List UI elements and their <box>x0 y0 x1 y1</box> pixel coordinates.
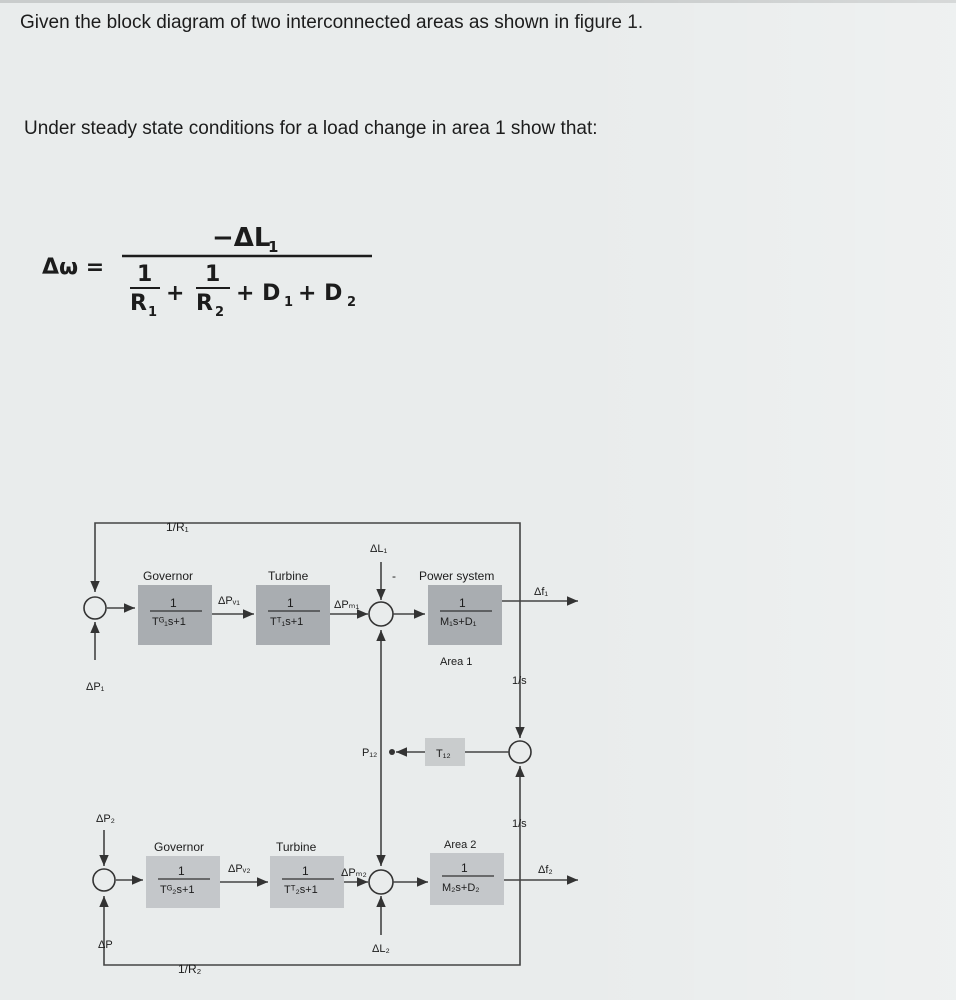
r1-label: 1/R₁ <box>166 520 189 534</box>
dw2-label: Δf₂ <box>538 864 553 876</box>
equation-numerator: −ΔL <box>212 223 270 253</box>
equation-lhs: Δω = <box>42 255 104 280</box>
turb1-den: Tᵀ₁s+1 <box>270 616 303 628</box>
sum-junction-area2-left <box>92 868 116 892</box>
r2-label: 1/R₂ <box>178 962 202 976</box>
r1-feedback-line <box>90 522 521 601</box>
int1-label: 1/s <box>512 675 527 687</box>
den-term1-num: 1 <box>137 262 152 287</box>
area2-label: Area 2 <box>444 839 476 851</box>
p12-label: P₁₂ <box>362 747 377 759</box>
ps2-block <box>430 853 504 905</box>
p12-node <box>389 749 395 755</box>
equation: Δω = −ΔL 1 1 R 1 + 1 R 2 + D 1 + D 2 <box>42 223 372 320</box>
den-d1-sub: 1 <box>284 295 293 310</box>
gov2-num: 1 <box>178 864 185 878</box>
dpm1-label: ΔPₘ₁ <box>334 599 360 611</box>
area1-label: Area 1 <box>440 656 472 668</box>
ps2-num: 1 <box>461 861 468 875</box>
ps1-den: M₁s+D₁ <box>440 616 477 628</box>
turb1-title: Turbine <box>268 569 309 583</box>
den-plus-1: + <box>166 281 184 306</box>
den-term2-num: 1 <box>205 262 220 287</box>
sum-junction-tie <box>508 740 532 764</box>
dw1-label: Δf₁ <box>534 586 548 598</box>
den-term2-sub: 2 <box>215 305 224 320</box>
sum-junction-area1-left <box>83 596 107 620</box>
ps-title: Power system <box>419 569 494 583</box>
top-border <box>0 0 956 3</box>
t12-block <box>425 738 465 766</box>
dpref-label: ΔP <box>98 939 113 951</box>
turb2-title: Turbine <box>276 840 317 854</box>
gov1-block <box>138 585 212 645</box>
gov1-title: Governor <box>143 569 193 583</box>
r2-feedback-line <box>99 880 521 966</box>
ps1-block <box>428 585 502 645</box>
dl2-label: ΔL₂ <box>372 943 390 955</box>
turb2-block <box>270 856 344 908</box>
gov2-block <box>146 856 220 908</box>
dp2-label: ΔP₂ <box>96 813 115 825</box>
gov1-den: Tᴳ₁s+1 <box>152 616 186 628</box>
block-diagram: 1/R₁ ΔP₁ Governor 1 Tᴳ₁s+1 ΔPᵥ₁ Turbine … <box>83 520 578 976</box>
gov1-num: 1 <box>170 596 177 610</box>
dpm2-label: ΔPₘ₂ <box>341 867 367 879</box>
equation-numerator-sub: 1 <box>268 238 278 256</box>
turb2-den: Tᵀ₂s+1 <box>284 884 318 896</box>
gov2-den: Tᴳ₂s+1 <box>160 884 195 896</box>
turb2-num: 1 <box>302 864 309 878</box>
gov2-title: Governor <box>154 840 204 854</box>
den-term2-den: R <box>196 291 213 316</box>
dpv2-label: ΔPᵥ₂ <box>228 863 251 875</box>
dpv1-label: ΔPᵥ₁ <box>218 595 240 607</box>
sum-junction-area1-right <box>368 601 394 627</box>
t12-label: T₁₂ <box>436 748 451 760</box>
dp1-label: ΔP₁ <box>86 681 105 693</box>
turb1-block <box>256 585 330 645</box>
den-d2-sub: 2 <box>347 295 356 310</box>
sum-junction-area2-right <box>368 869 394 895</box>
den-d1: + D <box>236 281 280 306</box>
den-term1-den: R <box>130 291 147 316</box>
int2-label: 1/s <box>512 818 527 830</box>
dl1-sign: - <box>392 569 396 583</box>
den-term1-sub: 1 <box>148 305 157 320</box>
question-line-2: Under steady state conditions for a load… <box>24 118 598 139</box>
ps1-num: 1 <box>459 596 466 610</box>
turb1-num: 1 <box>287 596 294 610</box>
den-d2: + D <box>298 281 342 306</box>
question-line-1: Given the block diagram of two interconn… <box>20 12 644 33</box>
ps2-den: M₂s+D₂ <box>442 882 480 894</box>
dl1-label: ΔL₁ <box>370 543 387 555</box>
